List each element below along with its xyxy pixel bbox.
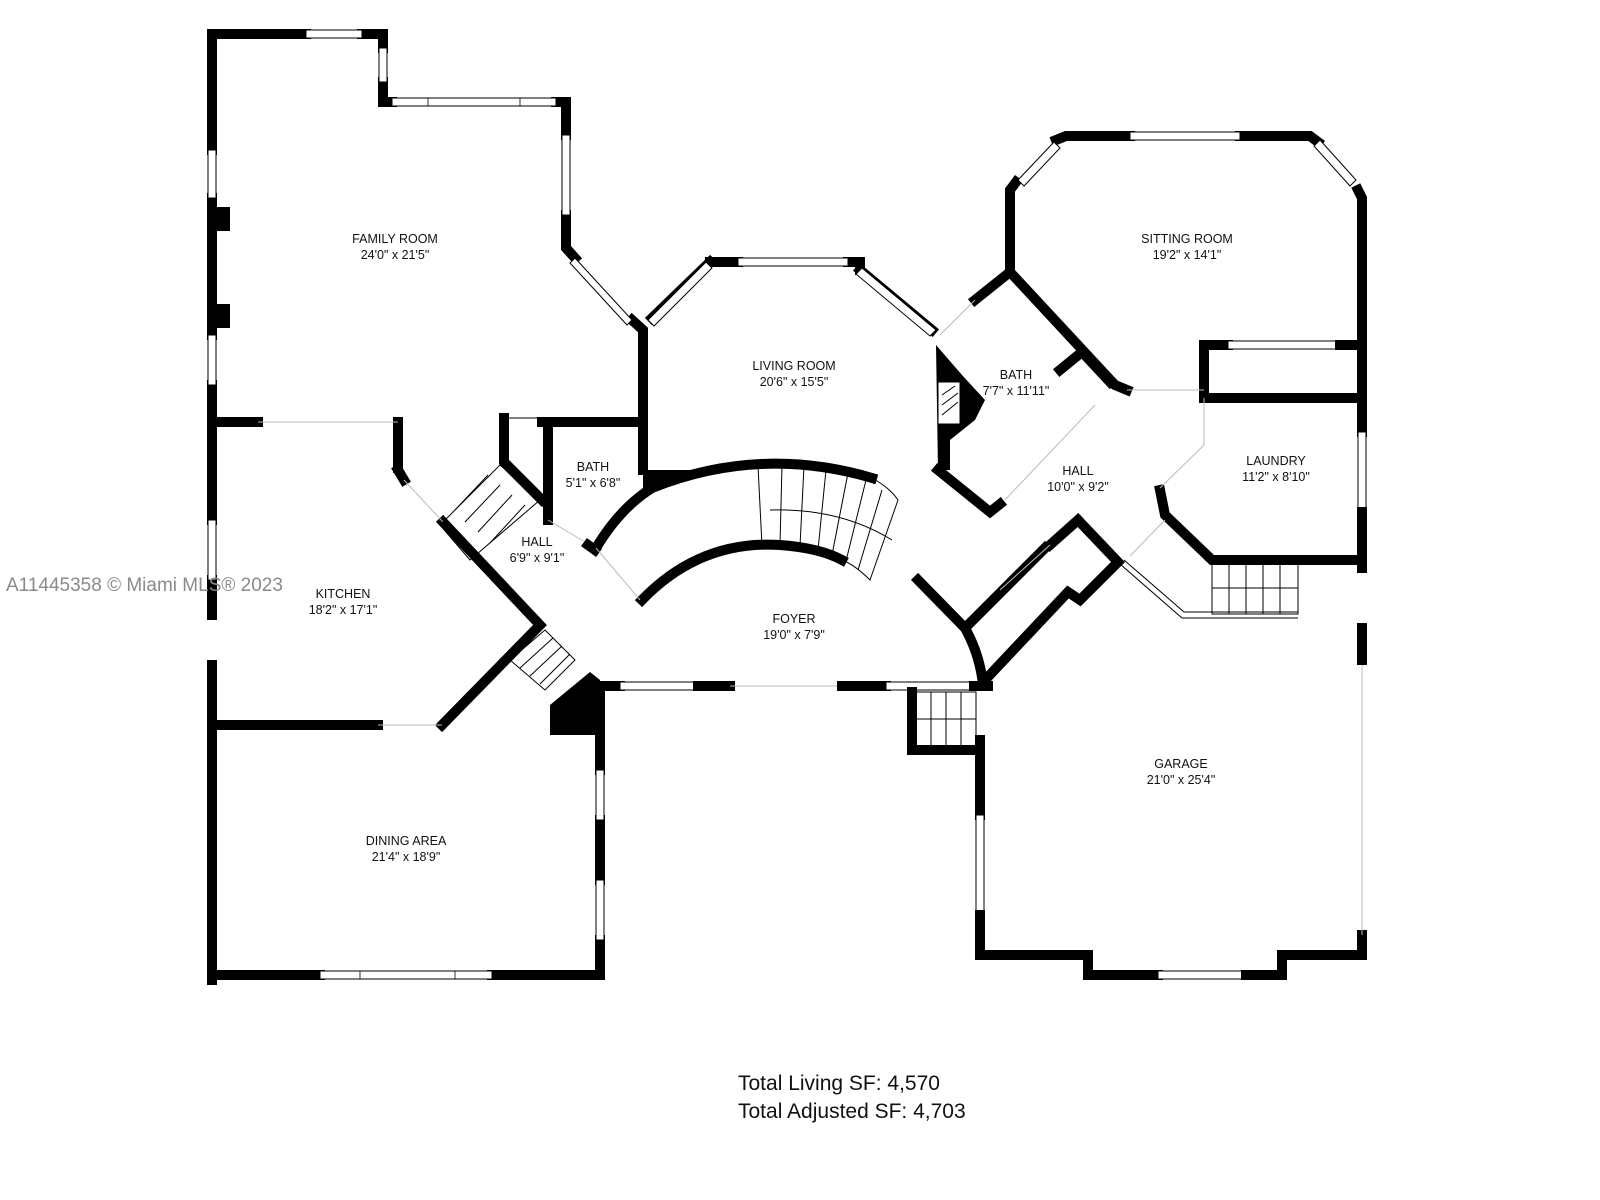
room-kitchen: KITCHEN 18'2" x 17'1" [309, 586, 378, 618]
stairs-hall [439, 413, 576, 691]
laundry-walls [1154, 393, 1367, 565]
room-dims: 18'2" x 17'1" [308, 603, 378, 617]
total-adjusted-sf: Total Adjusted SF: 4,703 [738, 1100, 966, 1123]
room-living-room: LIVING ROOM 20'6" x 15'5" [752, 358, 835, 390]
mls-watermark: A11445358 © Miami MLS® 2023 [6, 575, 283, 596]
left-wing-windows [207, 29, 699, 980]
foyer-walls [693, 681, 993, 691]
living-room-walls [589, 254, 940, 608]
room-name: DINING AREA [365, 834, 447, 848]
room-dims: 11'2" x 8'10" [1242, 470, 1310, 484]
room-dining-area: DINING AREA 21'4" x 18'9" [366, 833, 447, 865]
sitting-room-walls [1005, 131, 1367, 403]
room-name: HALL [521, 535, 553, 549]
square-footage-totals: Total Living SF: 4,570 Total Adjusted SF… [738, 1070, 966, 1126]
master-bath-walls [930, 265, 1134, 519]
room-dims: 19'0" x 7'9" [763, 628, 825, 642]
garage-walls [907, 555, 1367, 980]
room-dims: 21'0" x 25'4" [1146, 773, 1216, 787]
room-bath-small: BATH 5'1" x 6'8" [566, 459, 621, 491]
room-name: BATH [999, 368, 1033, 382]
room-sitting-room: SITTING ROOM 19'2" x 14'1" [1141, 231, 1233, 263]
room-dims: 19'2" x 14'1" [1152, 248, 1222, 262]
room-bath-master: BATH 7'7" x 11'11" [983, 367, 1050, 399]
room-dims: 7'7" x 11'11" [982, 384, 1050, 398]
room-dims: 24'0" x 21'5" [360, 248, 430, 262]
room-name: KITCHEN [315, 587, 371, 601]
room-garage: GARAGE 21'0" x 25'4" [1147, 756, 1216, 788]
room-dims: 20'6" x 15'5" [759, 375, 829, 389]
room-name: FAMILY ROOM [352, 232, 438, 246]
right-hall-walls [910, 513, 1299, 691]
room-name: HALL [1062, 464, 1094, 478]
room-family-room: FAMILY ROOM 24'0" x 21'5" [352, 231, 438, 263]
total-living-sf: Total Living SF: 4,570 [738, 1072, 940, 1095]
room-name: BATH [576, 460, 610, 474]
room-name: LIVING ROOM [752, 359, 836, 373]
room-dims: 21'4" x 18'9" [371, 850, 441, 864]
room-dims: 5'1" x 6'8" [565, 476, 621, 490]
room-name: GARAGE [1154, 757, 1208, 771]
room-laundry: LAUNDRY 11'2" x 8'10" [1242, 453, 1310, 485]
room-dims: 6'9" x 9'1" [509, 551, 565, 565]
room-name: LAUNDRY [1246, 454, 1306, 468]
room-foyer: FOYER 19'0" x 7'9" [763, 611, 825, 643]
room-name: FOYER [772, 612, 816, 626]
left-wing-walls [207, 29, 648, 985]
room-hall-right: HALL 10'0" x 9'2" [1047, 463, 1109, 495]
room-hall-left: HALL 6'9" x 9'1" [510, 534, 565, 566]
room-dims: 10'0" x 9'2" [1047, 480, 1109, 494]
room-name: SITTING ROOM [1141, 232, 1233, 246]
